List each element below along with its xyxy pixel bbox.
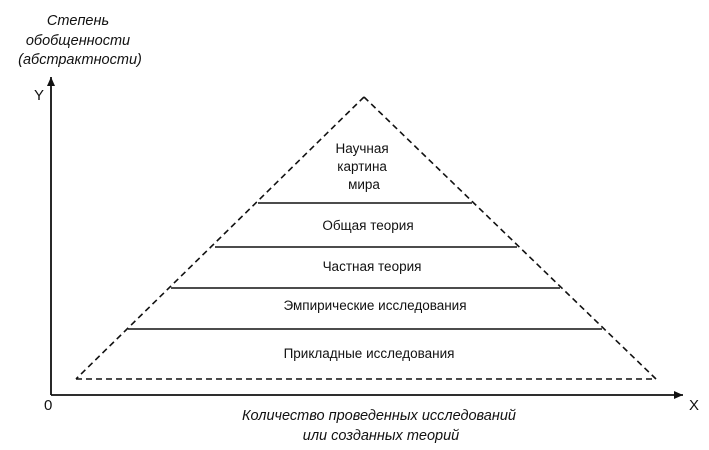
level-1-line-3: мира [348, 177, 380, 192]
level-scientific-worldview: Научная картина мира [336, 141, 393, 192]
pyramid-right-edge [363, 96, 657, 380]
y-axis-title-line-1: Степень [47, 13, 109, 29]
level-1-line-2: картина [337, 159, 387, 174]
level-general-theory: Общая теория [322, 218, 413, 233]
level-empirical-research: Эмпирические исследования [283, 298, 466, 313]
x-axis-letter: X [689, 397, 699, 414]
level-1-line-1: Научная [336, 141, 389, 156]
origin-label: 0 [44, 397, 52, 414]
y-axis-title-line-3: (абстрактности) [18, 52, 142, 68]
level-special-theory: Частная теория [323, 259, 422, 274]
x-axis-title: Количество проведенных исследований или … [242, 408, 520, 444]
y-axis-title-line-2: обобщенности [26, 33, 130, 49]
y-axis-title: Степень обобщенности (абстрактности) [18, 13, 142, 68]
y-axis-letter: Y [34, 87, 44, 104]
pyramid-left-edge [75, 96, 365, 380]
x-axis-title-line-1: Количество проведенных исследований [242, 408, 516, 424]
level-applied-research: Прикладные исследования [284, 346, 455, 361]
x-axis-title-line-2: или созданных теорий [303, 428, 459, 444]
